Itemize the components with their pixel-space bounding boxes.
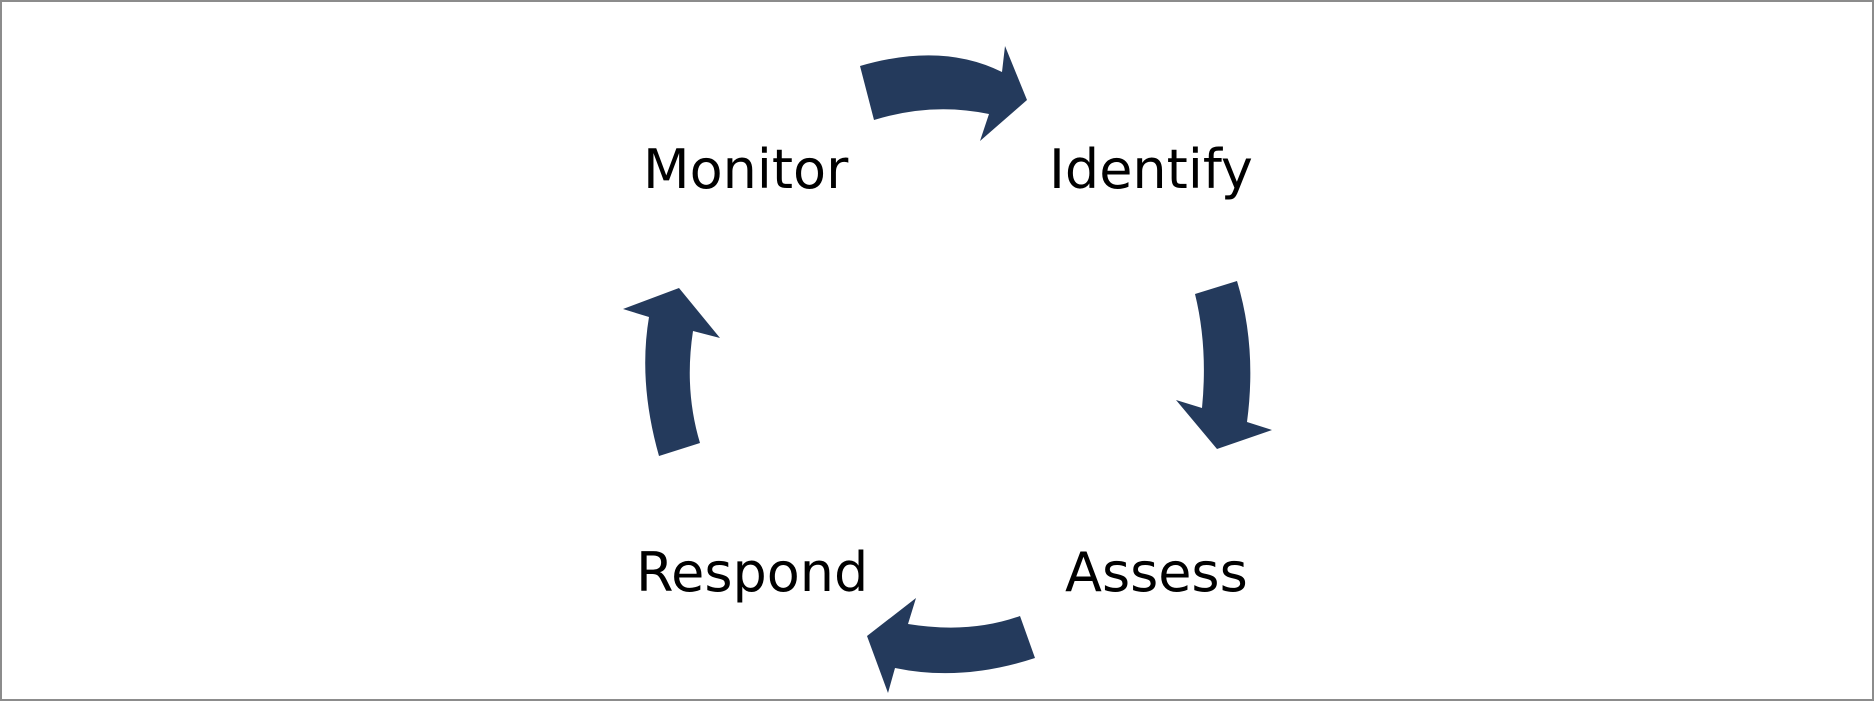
arrow-identify-to-assess xyxy=(1176,281,1272,449)
arrow-monitor-to-identify xyxy=(860,46,1027,141)
stage-label-respond: Respond xyxy=(636,541,869,604)
arrow-respond-to-monitor xyxy=(623,288,720,456)
stage-label-monitor: Monitor xyxy=(643,138,849,201)
stage-label-assess: Assess xyxy=(1065,541,1248,604)
stage-label-identify: Identify xyxy=(1049,138,1253,201)
arrow-assess-to-respond xyxy=(867,598,1035,693)
